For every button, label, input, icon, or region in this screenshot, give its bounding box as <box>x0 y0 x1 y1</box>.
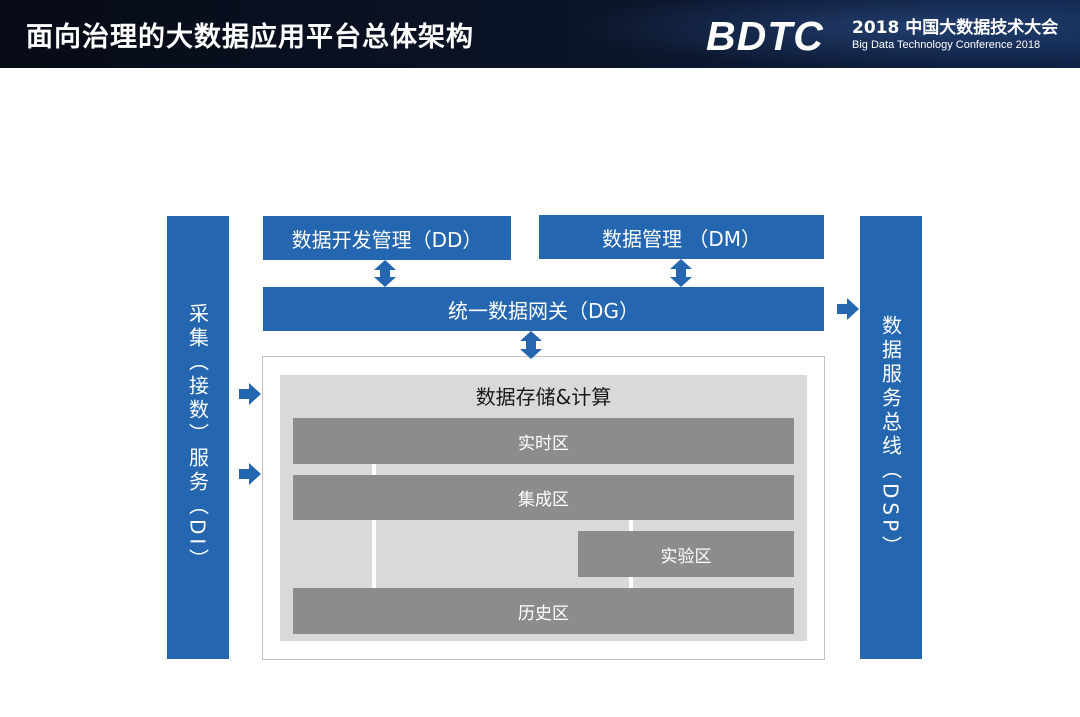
experiment-zone-label: 实验区 <box>660 546 712 567</box>
dev-management-label: 数据开发管理（DD） <box>291 227 483 252</box>
header-glow <box>560 0 1080 68</box>
data-management-label: 数据管理 （DM） <box>601 226 761 251</box>
data-service-bus-box: 数据服务总线（DSP） <box>860 216 922 659</box>
connector-realtime-integration <box>372 464 376 475</box>
experiment-zone: 实验区 <box>578 531 794 577</box>
data-management-box: 数据管理 （DM） <box>539 215 824 259</box>
collection-service-label: 采集（接数）服务（DI） <box>185 302 210 573</box>
arrow-di-to-storage-lower <box>239 463 261 485</box>
double-arrow-dm-dg <box>670 259 692 287</box>
conference-name-cn: 2018 中国大数据技术大会 <box>852 18 1059 38</box>
conference-name-en: Big Data Technology Conference 2018 <box>852 39 1041 51</box>
gateway-box: 统一数据网关（DG） <box>263 287 824 331</box>
data-service-bus-label: 数据服务总线（DSP） <box>878 315 903 560</box>
connector-integration-experiment <box>629 520 633 531</box>
realtime-zone: 实时区 <box>293 418 794 464</box>
integration-zone-label: 集成区 <box>518 490 569 510</box>
connector-integration-history <box>372 520 376 588</box>
arrow-gateway-to-dsp <box>837 298 859 320</box>
double-arrow-dg-storage <box>520 331 542 359</box>
realtime-zone-label: 实时区 <box>518 433 569 454</box>
collection-service-box: 采集（接数）服务（DI） <box>167 216 229 659</box>
bdtc-logo: BDTC <box>706 13 824 59</box>
double-arrow-dd-dg <box>374 260 396 287</box>
integration-zone: 集成区 <box>293 475 794 520</box>
arrow-di-to-storage-upper <box>239 383 261 405</box>
storage-title: 数据存储&计算 <box>475 385 612 409</box>
page-title: 面向治理的大数据应用平台总体架构 <box>26 22 474 53</box>
connector-experiment-history <box>629 577 633 588</box>
history-zone: 历史区 <box>293 588 794 634</box>
gateway-label: 统一数据网关（DG） <box>448 298 639 323</box>
history-zone-label: 历史区 <box>518 603 569 624</box>
header-bar: 面向治理的大数据应用平台总体架构 BDTC 2018 中国大数据技术大会 Big… <box>0 0 1080 68</box>
dev-management-box: 数据开发管理（DD） <box>263 216 511 260</box>
